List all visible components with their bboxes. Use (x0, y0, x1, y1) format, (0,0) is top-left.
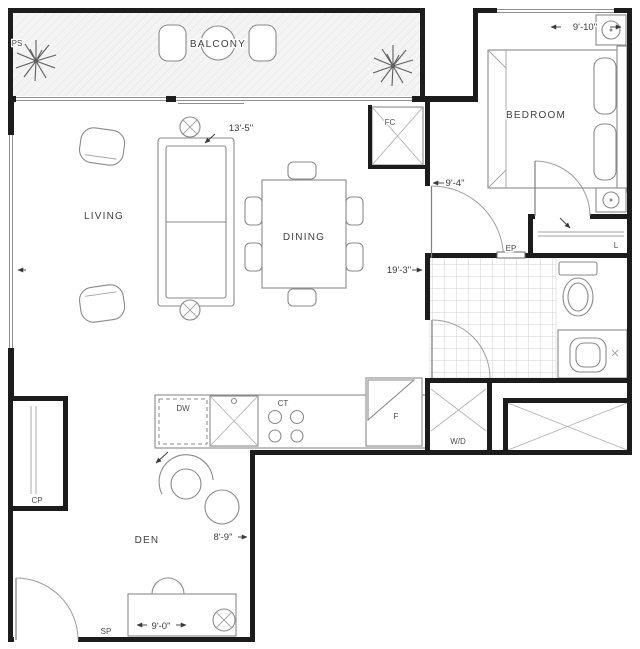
kitchen-sink (209, 395, 259, 447)
windows (9, 9, 614, 348)
dining-chair (287, 288, 317, 307)
bathroom-door (431, 319, 491, 379)
bedroom-width-dim: 9'-10" (573, 22, 597, 33)
walls (8, 8, 632, 642)
sofa (157, 137, 235, 307)
den-door (15, 577, 79, 641)
sp-label: SP (101, 627, 112, 636)
den-label: DEN (135, 535, 160, 546)
dining-chair (244, 196, 263, 226)
den-chair (158, 454, 214, 500)
bedroom-door (534, 160, 591, 217)
doors (15, 160, 591, 641)
coat-closet (30, 406, 37, 494)
balcony-chair (158, 24, 187, 62)
bedroom-depth-dim: 9'-4" (446, 178, 465, 189)
cooktop (267, 409, 305, 443)
dining-label: DINING (283, 232, 325, 243)
bedroom-label: BEDROOM (506, 110, 566, 121)
den-entry-arrow (155, 451, 169, 464)
linen-label: L (614, 241, 619, 250)
dining-chair (244, 242, 263, 272)
column (179, 116, 201, 138)
balcony-label: BALCONY (190, 39, 246, 50)
nightstand-lamp (595, 14, 627, 46)
living-width-dim: 13'-5" (229, 123, 253, 134)
bed (487, 45, 629, 193)
electrical-panel (496, 251, 526, 259)
bathroom-tile-floor (429, 257, 557, 379)
balcony-area (15, 24, 414, 87)
toilet (558, 261, 598, 317)
ep-label: EP (506, 244, 517, 253)
dimension-arrows (17, 24, 622, 628)
kitchen-area (154, 377, 429, 449)
fridge (365, 377, 423, 447)
fc-label: FC (385, 118, 396, 127)
living-area (78, 116, 235, 323)
linen-closet (538, 231, 624, 237)
vanity-sink (557, 329, 628, 379)
fridge-label: F (394, 412, 399, 421)
balcony-table (200, 25, 236, 61)
den-width-dim: 8'-9" (214, 532, 233, 543)
den-table (204, 489, 240, 525)
headboard (616, 45, 628, 193)
dining-chair (345, 242, 364, 272)
bedroom-area (487, 14, 629, 213)
washer-dryer-label: W/D (450, 437, 466, 446)
floor-outlet (212, 608, 236, 632)
ps-label: PS (12, 39, 23, 48)
fc-closet (371, 106, 424, 166)
den-area (127, 454, 240, 637)
den-depth-dim: 9'-0" (152, 621, 171, 632)
dining-chair (287, 161, 317, 180)
balcony-chair (248, 24, 277, 62)
washer-dryer-closet (430, 388, 487, 432)
dishwasher (158, 398, 208, 445)
bathroom-area (557, 261, 628, 379)
armchair (78, 127, 126, 166)
dining-area (244, 161, 364, 307)
pillow (593, 123, 617, 181)
coat-closet-label: CP (31, 496, 42, 505)
entry-door (430, 185, 504, 259)
living-label: LIVING (84, 211, 124, 222)
pillow (593, 57, 617, 115)
unit-length-dim: 19'-3" (387, 265, 411, 276)
armchair (78, 284, 126, 323)
cooktop-label: CT (278, 399, 289, 408)
desk-chair (151, 577, 185, 595)
storage-closet (507, 402, 628, 451)
column (179, 299, 201, 321)
dining-chair (345, 196, 364, 226)
dining-table (261, 179, 347, 289)
dishwasher-label: DW (176, 404, 190, 413)
nightstand-lamp (595, 187, 627, 213)
closet-arrow (559, 217, 571, 229)
